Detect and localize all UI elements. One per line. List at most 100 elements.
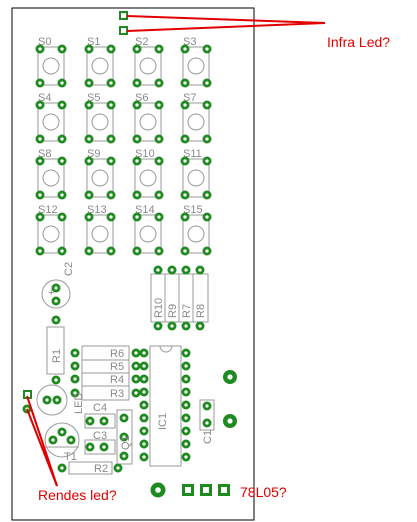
capacitor-c3: C3 [84, 430, 116, 455]
pad [202, 78, 212, 88]
pad [180, 190, 190, 200]
pad [35, 78, 45, 88]
pad [84, 44, 94, 54]
pad [132, 190, 142, 200]
pad [153, 321, 163, 331]
pad [35, 156, 45, 166]
pad [132, 100, 142, 110]
r3-label: R3 [110, 388, 124, 400]
pad [131, 374, 141, 384]
switch-s0: S0 [35, 36, 67, 88]
pad [181, 348, 191, 358]
pad [180, 246, 190, 256]
led-footprint: LED [36, 384, 85, 416]
r7-label: R7 [181, 304, 193, 318]
pad [84, 246, 94, 256]
r8-label: R8 [195, 304, 207, 318]
pad [202, 134, 212, 144]
pad [139, 439, 149, 449]
pad [180, 78, 190, 88]
pad [167, 265, 177, 275]
large-pads [150, 370, 237, 498]
switch-label: S5 [87, 92, 100, 104]
c1-label: C1 [202, 430, 214, 444]
switch-s1: S1 [84, 36, 116, 88]
switch-label: S1 [87, 36, 100, 48]
r1-label: R1 [51, 349, 63, 363]
switch-label: S4 [38, 92, 51, 104]
pad [154, 156, 164, 166]
pad [106, 212, 116, 222]
switch-s14: S14 [132, 204, 164, 256]
c3-label: C3 [93, 430, 107, 442]
pad [139, 387, 149, 397]
pad [84, 134, 94, 144]
pad [70, 374, 80, 384]
switch-s2: S2 [132, 36, 164, 88]
pad [35, 190, 45, 200]
pad [84, 156, 94, 166]
pad [70, 388, 80, 398]
pad [181, 265, 191, 275]
r5-label: R5 [110, 361, 124, 373]
switch-label: S12 [38, 204, 58, 216]
r9-label: R9 [167, 304, 179, 318]
pad [180, 212, 190, 222]
switch-s5: S5 [84, 92, 116, 144]
r2-label: R2 [94, 463, 108, 475]
pad [131, 348, 141, 358]
pad [167, 321, 177, 331]
switch-label: S7 [183, 92, 196, 104]
resistor-r1: R1 [46, 315, 65, 385]
pad [35, 44, 45, 54]
pad [132, 44, 142, 54]
pad [181, 361, 191, 371]
pad [181, 426, 191, 436]
board-outline [11, 7, 255, 521]
transistor-t1: T1 [44, 422, 80, 463]
switch-label: S15 [183, 204, 203, 216]
ic1-label: IC1 [157, 413, 169, 430]
pad [106, 100, 116, 110]
pad [181, 413, 191, 423]
regulator-annotation: 78L05? [240, 484, 287, 500]
pad [202, 212, 212, 222]
c2-label: C2 [63, 262, 75, 276]
switch-s8: S8 [35, 148, 67, 200]
pad [132, 156, 142, 166]
pad [154, 212, 164, 222]
pad [57, 156, 67, 166]
pad [181, 374, 191, 384]
pad [84, 100, 94, 110]
pad [57, 44, 67, 54]
pad [57, 134, 67, 144]
pad [154, 246, 164, 256]
pad [132, 134, 142, 144]
switch-label: S8 [38, 148, 51, 160]
pad [106, 134, 116, 144]
pad [70, 348, 80, 358]
pad [181, 439, 191, 449]
switch-s4: S4 [35, 92, 67, 144]
resistor-r2: R2 [57, 461, 123, 475]
pad [57, 190, 67, 200]
pad [35, 100, 45, 110]
pad [139, 452, 149, 462]
pad [202, 246, 212, 256]
ic1: IC1 [139, 345, 191, 467]
pad [202, 156, 212, 166]
pad [132, 212, 142, 222]
pad [84, 190, 94, 200]
r6-label: R6 [110, 348, 124, 360]
pad [181, 321, 191, 331]
pad [106, 78, 116, 88]
resistor-stack: R6 R5 R4 R3 [70, 345, 141, 401]
q1-label: Q1 [120, 435, 132, 450]
transistor-q1: Q1 [116, 409, 133, 465]
pad [57, 212, 67, 222]
pad [139, 400, 149, 410]
pad [154, 190, 164, 200]
pad [70, 361, 80, 371]
pad [35, 134, 45, 144]
